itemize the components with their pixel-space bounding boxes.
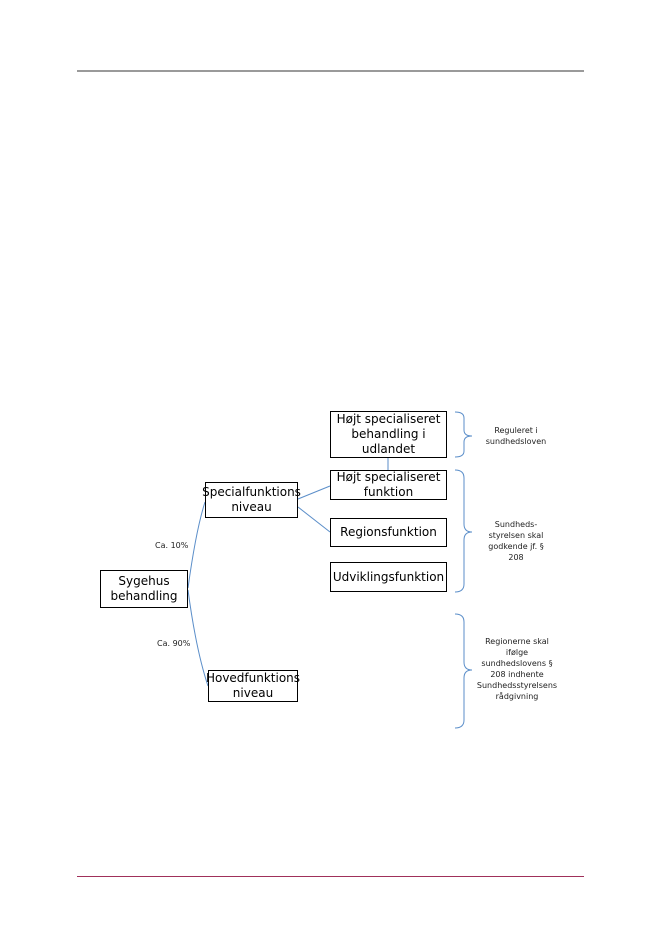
note-regulated: Reguleret i sundhedsloven (485, 426, 547, 446)
note-board-approve: Sundheds- styrelsen skal godkende jf. § … (488, 520, 544, 562)
brace-regulated (454, 411, 473, 458)
special-level-box: Specialfunktions niveau (202, 482, 301, 518)
regional-function-box: Regionsfunktion (330, 518, 447, 547)
root-box: Sygehus behandling (100, 570, 188, 608)
connector-root-special (187, 501, 206, 589)
pct-main-label: Ca. 90% (157, 639, 191, 648)
top-rule (77, 70, 584, 72)
note-regions: Regionerne skal ifølge sundhedslovens § … (476, 637, 558, 701)
brace-regions (454, 613, 473, 729)
development-function-box: Udviklingsfunktion (330, 562, 447, 592)
high-specialized-function-box: Højt specialiseret funktion (330, 470, 447, 500)
connector-special-high (297, 485, 331, 500)
high-specialized-abroad-box: Højt specialiseret behandling i udlandet (330, 411, 447, 458)
connector-root-main (187, 589, 209, 687)
connector-special-region (297, 506, 331, 533)
bottom-rule (77, 876, 584, 877)
main-level-box: Hovedfunktions niveau (205, 670, 301, 702)
pct-special-label: Ca. 10% (155, 541, 189, 550)
brace-board (454, 469, 473, 593)
